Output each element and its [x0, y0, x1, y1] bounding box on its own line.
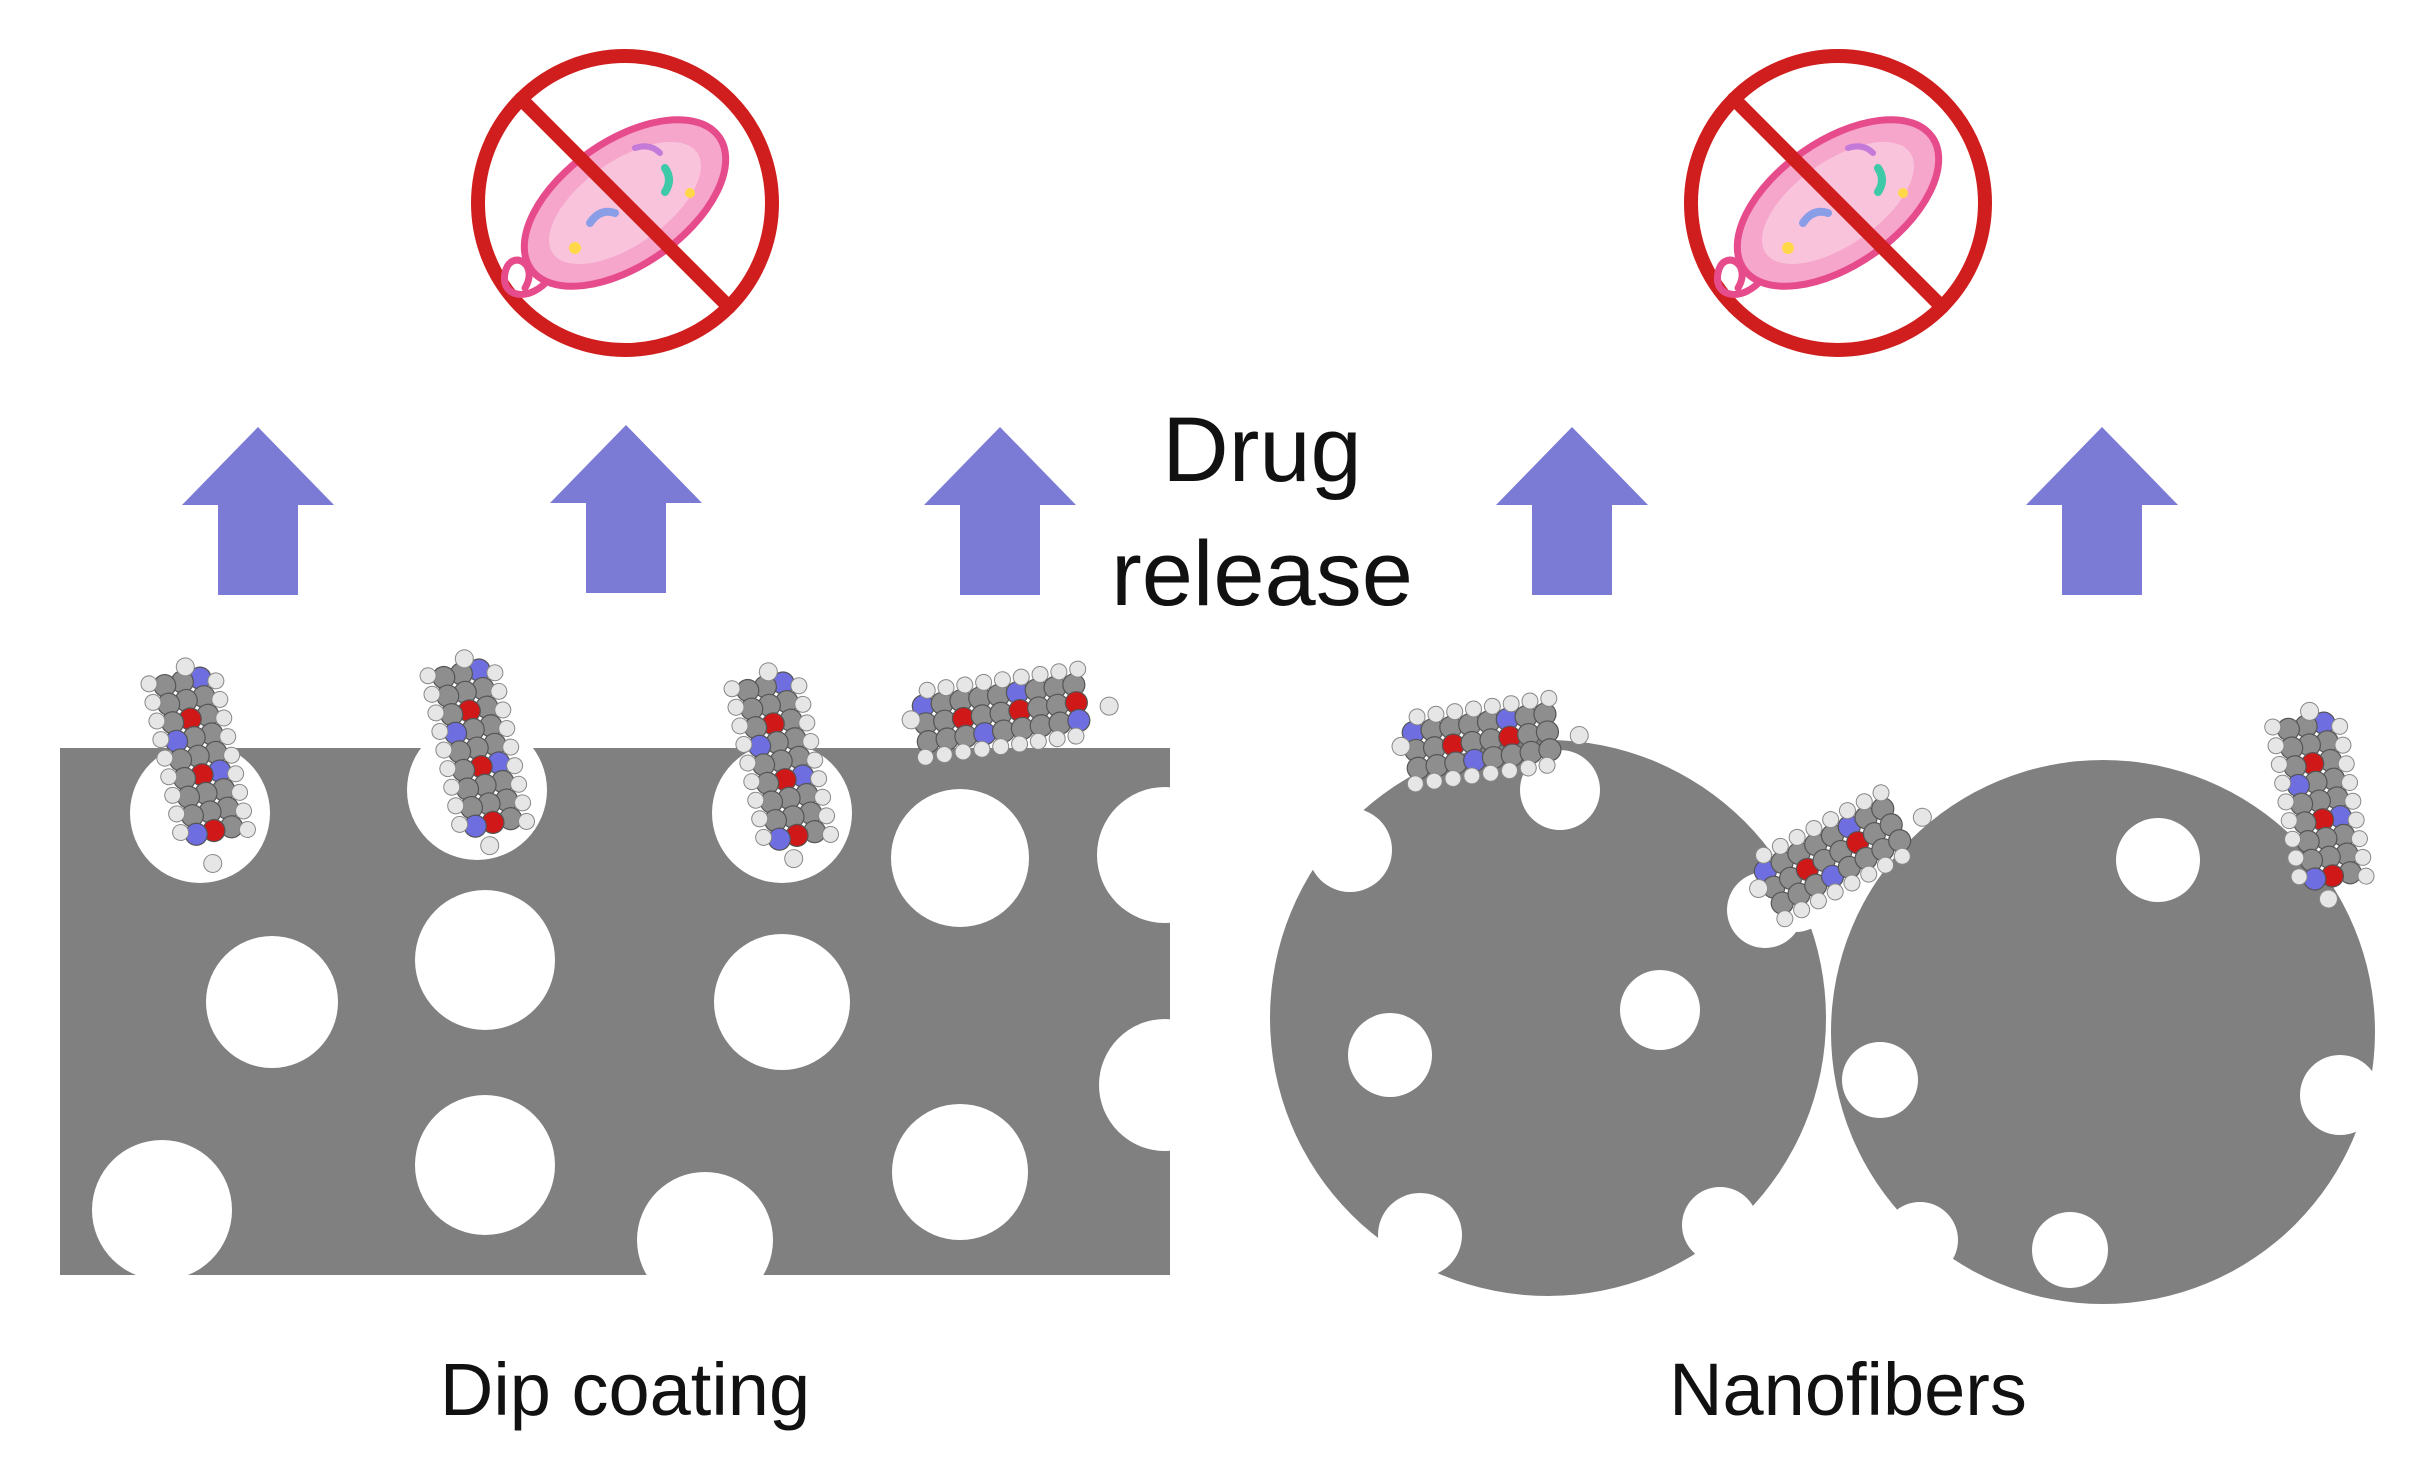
- drug-molecule: [723, 662, 839, 869]
- drug-molecule: [419, 649, 535, 856]
- dip-coating-label: Dip coating: [439, 1348, 811, 1431]
- drug-molecule: [1749, 784, 1932, 928]
- drug-molecule: [1391, 689, 1589, 793]
- drug-release-arrow: [550, 425, 702, 593]
- pore: [1099, 1019, 1231, 1151]
- drug-release-arrow: [2026, 427, 2178, 595]
- pore: [206, 936, 338, 1068]
- pore: [2116, 818, 2200, 902]
- nanofibers-label: Nanofibers: [1669, 1348, 2027, 1431]
- drug-release-label: Drug release: [1111, 388, 1413, 636]
- pore: [1348, 1013, 1432, 1097]
- pore: [1308, 808, 1392, 892]
- drug-molecule: [2264, 701, 2375, 909]
- nanofiber-cross-section: [1831, 760, 2375, 1304]
- no-bacteria-icon: [478, 56, 772, 350]
- pore: [637, 1172, 773, 1308]
- drug-release-arrow: [924, 427, 1076, 595]
- pore: [415, 890, 555, 1030]
- pore: [92, 1140, 232, 1280]
- pore: [714, 934, 850, 1070]
- pore: [1882, 1202, 1958, 1278]
- pore: [1097, 787, 1233, 923]
- pore: [2300, 1055, 2380, 1135]
- drug-molecule: [140, 657, 256, 873]
- drug-release-line-2: release: [1111, 523, 1413, 625]
- drug-release-arrow: [182, 427, 334, 595]
- drug-release-arrow: [1496, 427, 1648, 595]
- pore: [891, 789, 1029, 927]
- drug-release-line-1: Drug: [1162, 399, 1362, 501]
- pore: [415, 1095, 555, 1235]
- pore: [1378, 1193, 1462, 1277]
- pore: [1620, 970, 1700, 1050]
- pore: [892, 1104, 1028, 1240]
- pore: [2032, 1212, 2108, 1288]
- drug-molecule: [901, 660, 1119, 766]
- pore: [1842, 1042, 1918, 1118]
- no-bacteria-icon: [1691, 56, 1985, 350]
- pore: [1682, 1187, 1758, 1263]
- nanofiber-cross-section: [1270, 740, 1826, 1296]
